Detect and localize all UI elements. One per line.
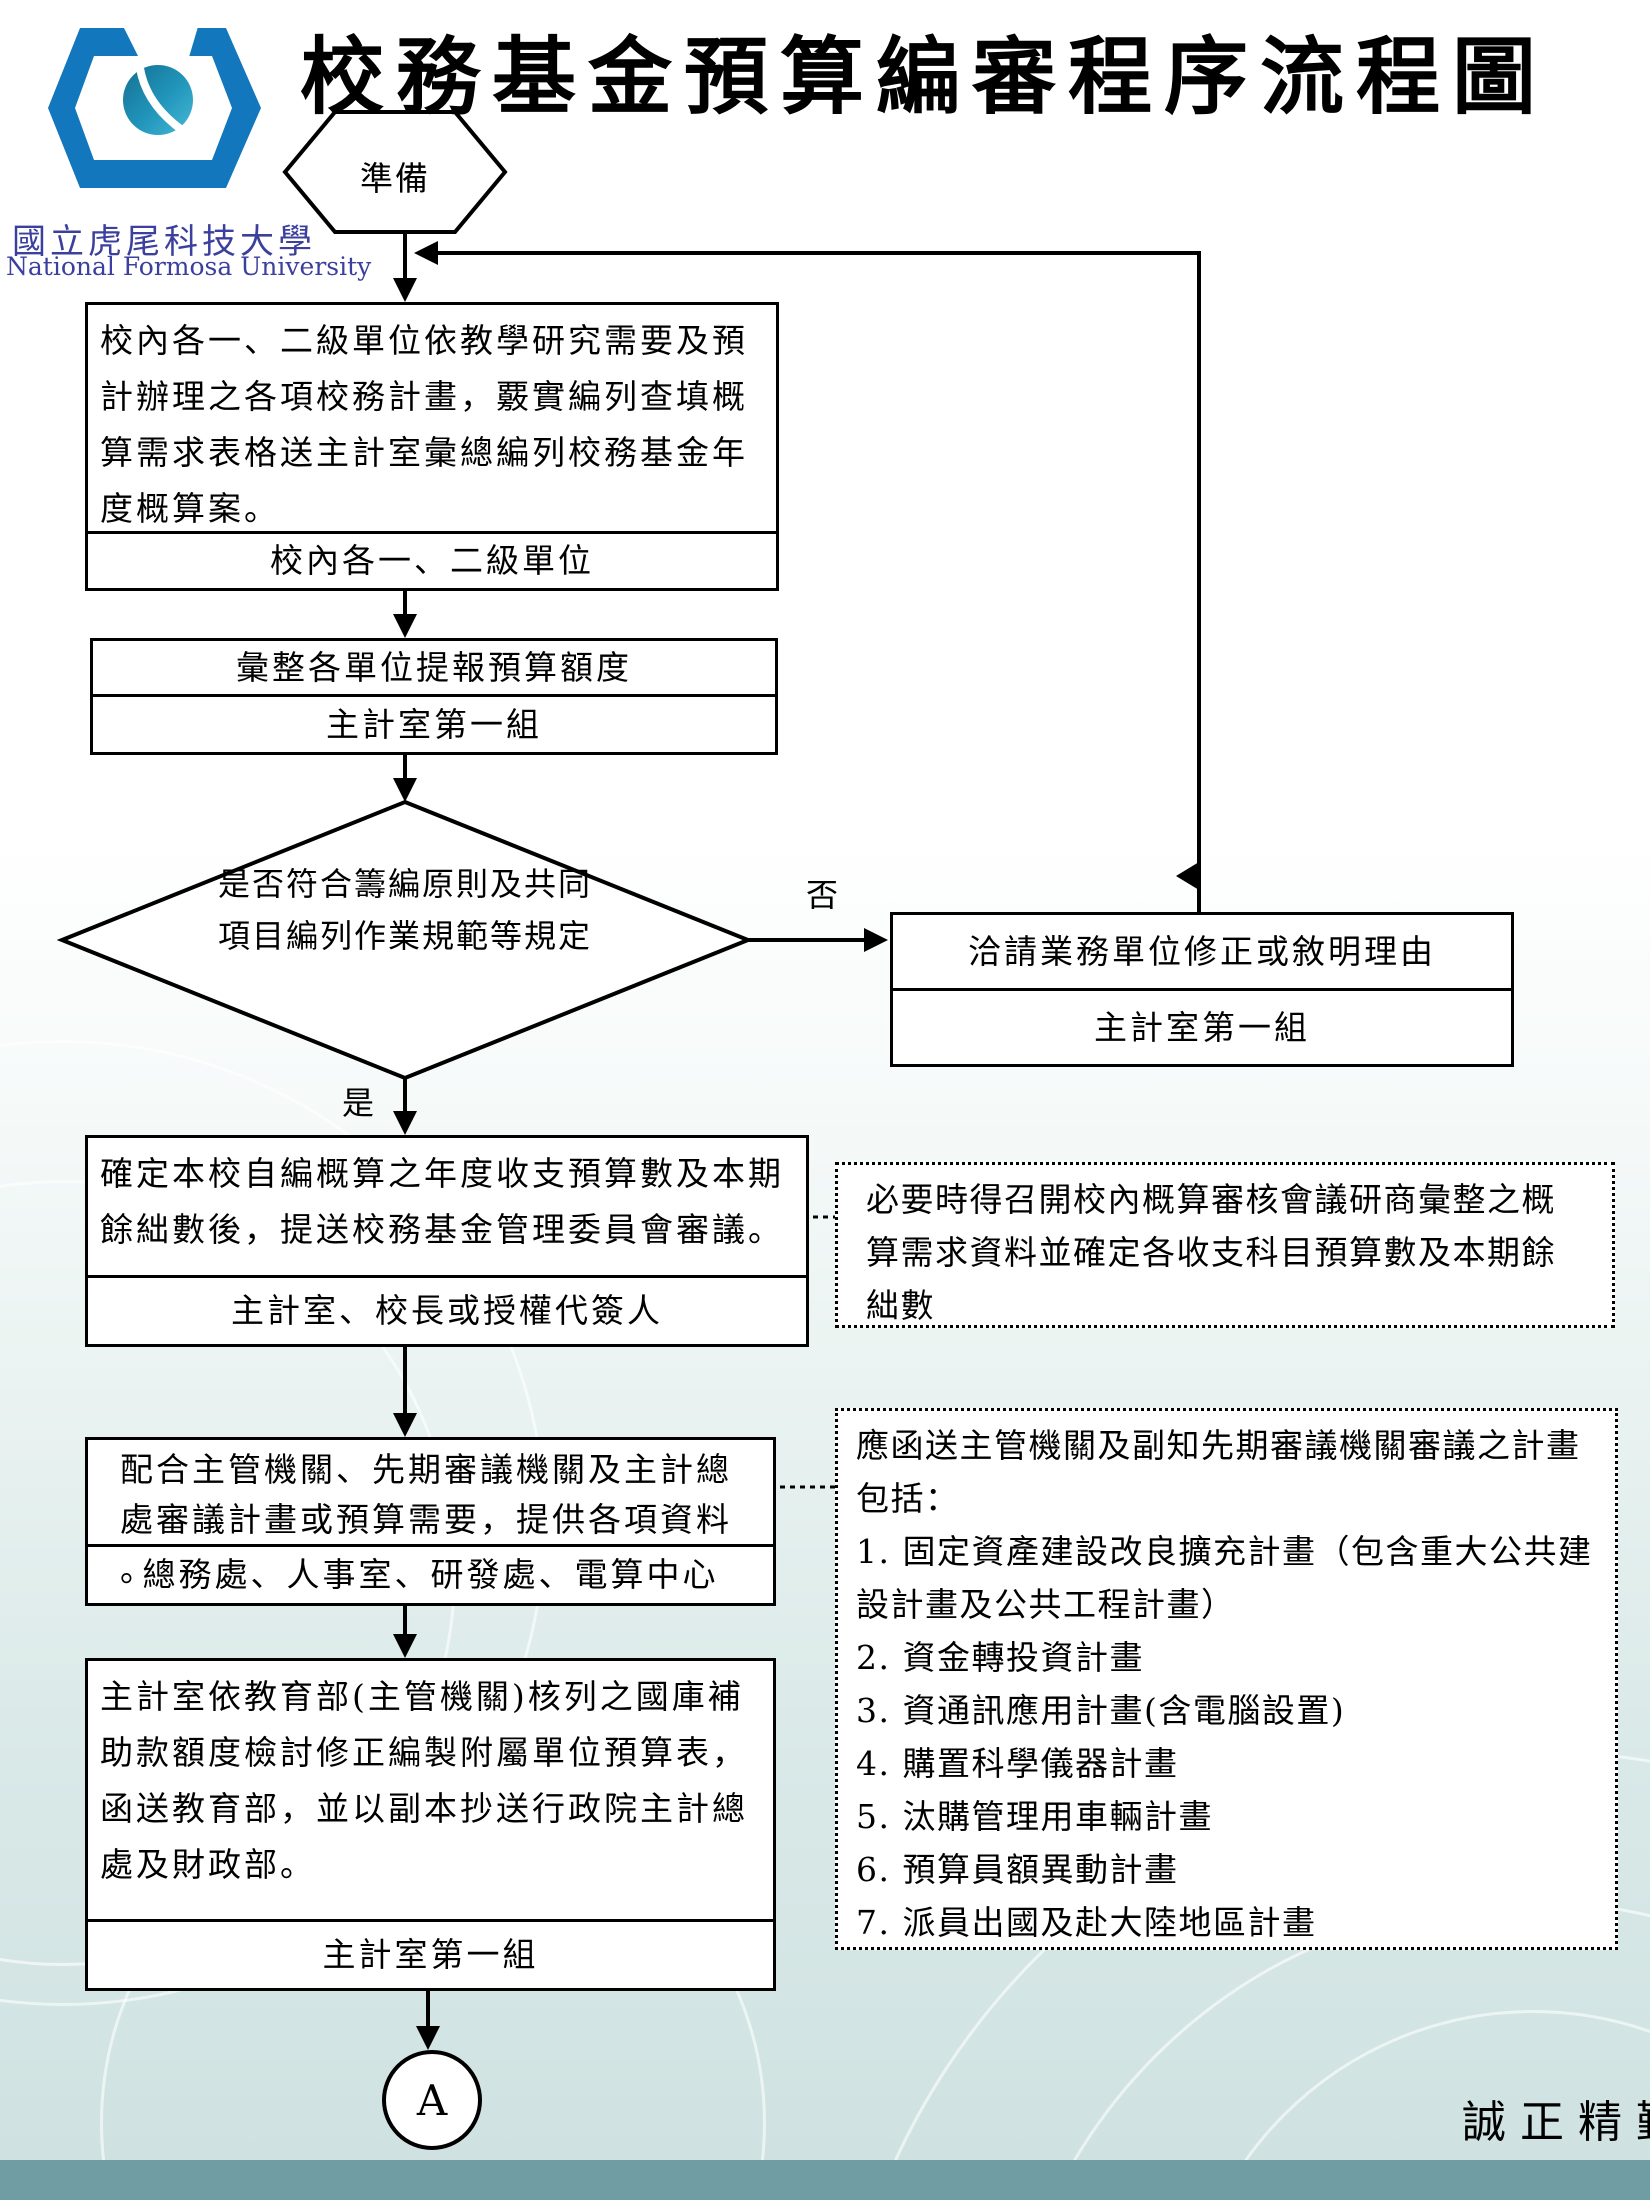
note-plan-intro: 應函送主管機關及副知先期審議機關審議之計畫包括：	[856, 1426, 1581, 1518]
connector-label: A	[416, 2075, 448, 2125]
flow-node-provide-info: 配合主管機關、先期審議機關及主計總處審議計畫或預算需要，提供各項資料。 總務處、…	[85, 1437, 776, 1606]
node-owner: 主計室、校長或授權代簽人	[88, 1275, 806, 1344]
university-logo-icon	[48, 20, 261, 188]
node-text: 配合主管機關、先期審議機關及主計總處審議計畫或預算需要，提供各項資料。	[120, 1450, 732, 1589]
note-plan-item: 2. 資金轉投資計畫	[856, 1638, 1144, 1677]
flow-node-consolidate: 彙整各單位提報預算額度 主計室第一組	[90, 638, 778, 755]
note-plan-item: 4. 購置科學儀器計畫	[856, 1744, 1179, 1783]
node-text: 主計室依教育部(主管機關)核列之國庫補助款額度檢討修正編製附屬單位預算表，函送教…	[100, 1677, 748, 1884]
start-node-label: 準備	[360, 159, 430, 198]
note-review-meeting: 必要時得召開校內概算審核會議研商彙整之概算需求資料並確定各收支科目預算數及本期餘…	[835, 1162, 1615, 1328]
node-text: 洽請業務單位修正或敘明理由	[968, 931, 1436, 971]
node-owner: 主計室第一組	[88, 1919, 773, 1988]
logo-ball	[123, 65, 193, 135]
decision-no-label: 否	[806, 876, 839, 914]
decision-yes-label: 是	[342, 1084, 375, 1122]
start-hexagon	[282, 110, 508, 234]
flow-node-confirm-budget: 確定本校自編概算之年度收支預算數及本期餘絀數後，提送校務基金管理委員會審議。 主…	[85, 1135, 809, 1347]
note-plan-item: 6. 預算員額異動計畫	[856, 1850, 1179, 1889]
offpage-connector-a: A	[382, 2050, 482, 2150]
node-owner: 總務處、人事室、研發處、電算中心	[88, 1544, 773, 1603]
note-plan-item: 3. 資通訊應用計畫(含電腦設置)	[856, 1691, 1346, 1730]
node-owner: 主計室第一組	[93, 694, 775, 752]
node-text: 確定本校自編概算之年度收支預算數及本期餘絀數後，提送校務基金管理委員會審議。	[100, 1154, 784, 1249]
note-plan-item: 5. 汰購管理用車輛計畫	[856, 1797, 1213, 1836]
university-name-zh: 國立虎尾科技大學	[12, 222, 316, 262]
page-title: 校務基金預算編審程序流程圖	[300, 27, 1549, 126]
node-text: 彙整各單位提報預算額度	[236, 647, 632, 687]
flow-node-correction: 洽請業務單位修正或敘明理由 主計室第一組	[890, 912, 1514, 1067]
note-plan-list: 應函送主管機關及副知先期審議機關審議之計畫包括： 1. 固定資產建設改良擴充計畫…	[835, 1408, 1618, 1950]
flow-node-revise-submit: 主計室依教育部(主管機關)核列之國庫補助款額度檢討修正編製附屬單位預算表，函送教…	[85, 1658, 776, 1991]
note-plan-item: 7. 派員出國及赴大陸地區計畫	[856, 1903, 1317, 1942]
note-plan-item: 1. 固定資產建設改良擴充計畫（包含重大公共建設計畫及公共工程計畫）	[856, 1532, 1593, 1624]
flow-node-prepare-input: 校內各一、二級單位依教學研究需要及預計辦理之各項校務計畫，覈實編列查填概算需求表…	[85, 302, 779, 591]
footer-band	[0, 2160, 1650, 2200]
node-owner: 校內各一、二級單位	[88, 531, 776, 588]
decision-text: 是否符合籌編原則及共同項目編列作業規範等規定	[217, 865, 592, 955]
school-motto: 誠正精勤	[1462, 2097, 1650, 2148]
node-text: 校內各一、二級單位依教學研究需要及預計辦理之各項校務計畫，覈實編列查填概算需求表…	[100, 321, 748, 528]
node-owner: 主計室第一組	[893, 988, 1511, 1064]
university-name-en: National Formosa University	[6, 252, 372, 281]
